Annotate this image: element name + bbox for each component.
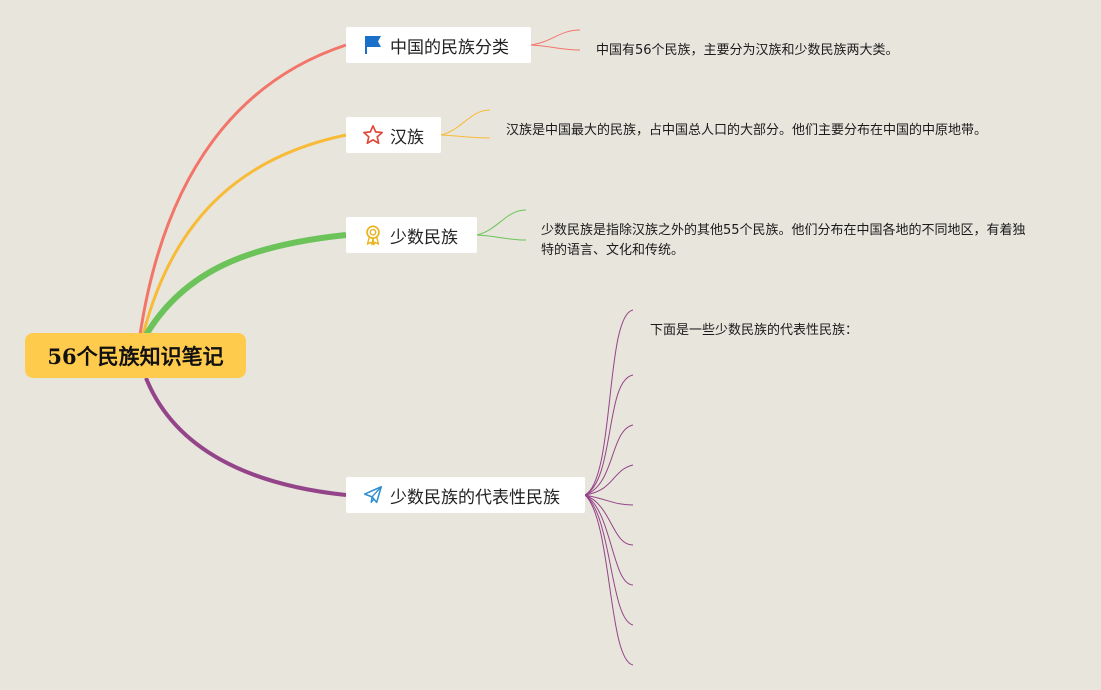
sub-lines-representative [584,309,634,666]
root-topic[interactable]: 56个民族知识笔记 [25,333,246,378]
flag-icon [362,34,384,56]
note-minority: 少数民族是指除汉族之外的其他55个民族。他们分布在中国各地的不同地区，有着独特的… [541,223,1026,258]
branch-line-representative [144,377,347,497]
topic-han-label: 汉族 [390,127,424,148]
note-classification: 中国有56个民族，主要分为汉族和少数民族两大类。 [596,43,899,58]
topic-representative-label: 少数民族的代表性民族 [390,487,560,508]
topic-classification[interactable]: 中国的民族分类 [346,27,531,63]
root-topic-label: 56个民族知识笔记 [47,343,224,369]
sub-line-han-a [440,109,491,136]
sub-line-minority-a [476,209,527,236]
sub-line-classification-b [530,44,581,51]
branch-line-minority [143,232,347,337]
topic-representative[interactable]: 少数民族的代表性民族 [346,477,585,513]
topic-classification-label: 中国的民族分类 [390,37,509,58]
topic-minority-label: 少数民族 [390,227,458,248]
star-icon [362,124,384,146]
paper-plane-icon [362,484,384,506]
sub-line-classification-a [530,29,581,46]
topic-minority[interactable]: 少数民族 [346,217,477,253]
note-representative: 下面是一些少数民族的代表性民族： [650,323,859,338]
note-han: 汉族是中国最大的民族，占中国总人口的大部分。他们主要分布在中国的中原地带。 [506,123,988,138]
medal-icon [362,224,384,246]
branch-line-han [141,133,347,336]
sub-line-minority-b [476,234,527,241]
sub-line-han-b [440,134,491,139]
branch-line-classification [138,43,347,336]
topic-han[interactable]: 汉族 [346,117,441,153]
